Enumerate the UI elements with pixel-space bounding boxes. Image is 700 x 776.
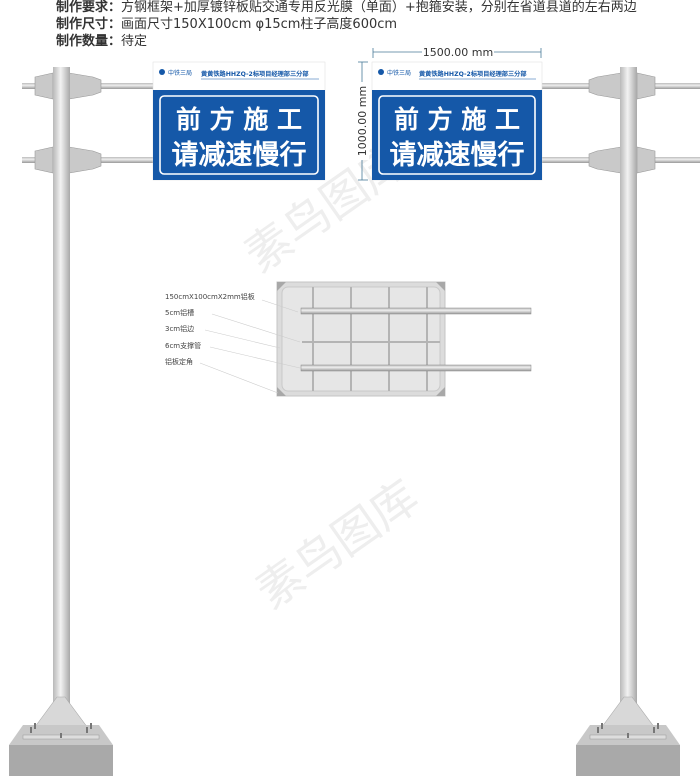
- sign-line-1: 前 方 施 工: [394, 105, 520, 134]
- structure-detail: 150cmX100cmX2mm铝板 5cm铝槽 3cm铝边 6cm支撑管 铝板定…: [165, 281, 532, 397]
- logo-text: 中铁三局: [168, 69, 192, 77]
- detail-label: 3cm铝边: [165, 324, 194, 333]
- right-pole-assembly: [540, 67, 700, 776]
- company-logo-icon: [378, 69, 384, 75]
- pole-base: [8, 696, 114, 776]
- dimension-width: 1500.00 mm: [372, 45, 542, 59]
- sign-right: 中铁三局 黄黄铁路HHZQ-2标项目经理部三分部 前 方 施 工 请减速慢行: [371, 61, 543, 181]
- support-pipe: [300, 364, 532, 372]
- svg-text:1000.00 mm: 1000.00 mm: [356, 86, 369, 156]
- detail-label: 铝板定角: [165, 357, 193, 366]
- detail-label: 6cm支撑管: [165, 341, 201, 350]
- spec-value: 画面尺寸150X100cm φ15cm柱子高度600cm: [121, 17, 398, 32]
- support-pipe: [300, 307, 532, 315]
- svg-text:1500.00 mm: 1500.00 mm: [423, 46, 493, 59]
- sign-line-1: 前 方 施 工: [176, 105, 302, 134]
- spec-requirement: 制作要求：方钢框架+加厚镀锌板贴交通专用反光膜（单面）+抱箍安装，分别在省道县道…: [56, 0, 637, 16]
- sign-line-2: 请减速慢行: [172, 139, 307, 171]
- detail-label: 150cmX100cmX2mm铝板: [165, 292, 255, 301]
- company-logo-icon: [159, 69, 165, 75]
- sign-header: 黄黄铁路HHZQ-2标项目经理部三分部: [419, 70, 527, 78]
- sign-header: 黄黄铁路HHZQ-2标项目经理部三分部: [201, 70, 309, 78]
- pole: [53, 67, 70, 747]
- sign-line-2: 请减速慢行: [390, 139, 525, 171]
- logo-text: 中铁三局: [387, 69, 411, 77]
- detail-label: 5cm铝槽: [165, 308, 194, 317]
- pole: [620, 67, 637, 747]
- spec-value: 方钢框架+加厚镀锌板贴交通专用反光膜（单面）+抱箍安装，分别在省道县道的左右两边: [121, 0, 637, 15]
- spec-label: 制作数量：: [56, 34, 122, 49]
- svg-text:素鸟图库: 素鸟图库: [246, 469, 428, 619]
- dimension-height: 1000.00 mm: [355, 61, 369, 181]
- left-pole-assembly: [8, 67, 157, 776]
- sign-left: 中铁三局 黄黄铁路HHZQ-2标项目经理部三分部 前 方 施 工 请减速慢行: [152, 61, 326, 181]
- pole-base: [575, 696, 681, 776]
- spec-label: 制作要求：: [56, 0, 122, 15]
- spec-value: 待定: [121, 34, 148, 49]
- spec-size: 制作尺寸：画面尺寸150X100cm φ15cm柱子高度600cm: [56, 17, 397, 33]
- spec-label: 制作尺寸：: [56, 17, 122, 32]
- spec-quantity: 制作数量：待定: [56, 34, 147, 50]
